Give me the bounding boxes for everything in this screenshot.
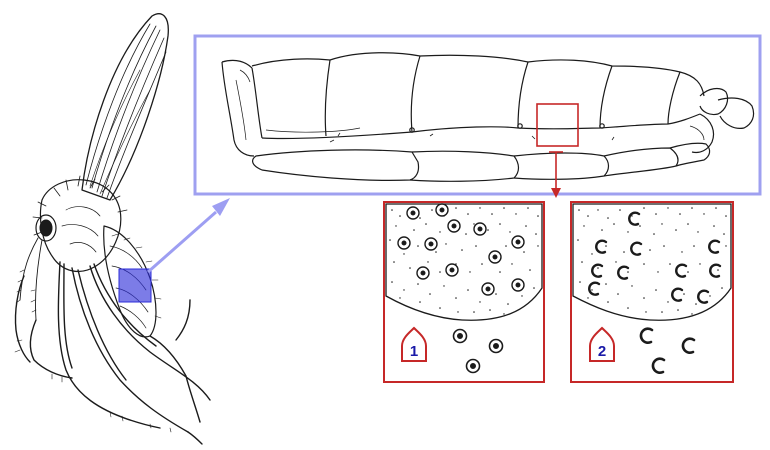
abdomen-segments-drawing [221,52,755,182]
stipple-dots-2 [577,207,727,315]
insect-head [15,214,57,321]
insect-legs [14,261,211,445]
abdomen-magnified-frame [193,34,762,196]
sample-area-box [536,103,579,147]
detail-panel-1: 1 [383,201,545,383]
badge-1-label: 1 [410,343,418,360]
connector-arrow [147,198,230,274]
pointed-arch-icon [401,326,427,362]
hook-sensilla-cluster [588,211,722,304]
badge-2-label: 2 [598,343,606,360]
abdomen-highlight [118,268,152,303]
hook-sensilla-enlarged [639,327,696,374]
sample-pointer-arrow [549,151,563,198]
insect-eye [39,219,53,237]
ring-sensilla-enlarged [452,328,504,374]
ring-sensilla-cluster [397,203,525,296]
insect-wing [81,13,169,201]
detail-panel-2: 2 [570,201,734,383]
badge-1: 1 [401,326,427,362]
stippled-cuticle-2 [572,203,732,321]
badge-2: 2 [589,326,615,362]
insect-thorax [32,175,128,273]
stippled-cuticle-1 [385,203,543,321]
insect-drawing [14,13,211,445]
pointed-arch-icon [589,326,615,362]
